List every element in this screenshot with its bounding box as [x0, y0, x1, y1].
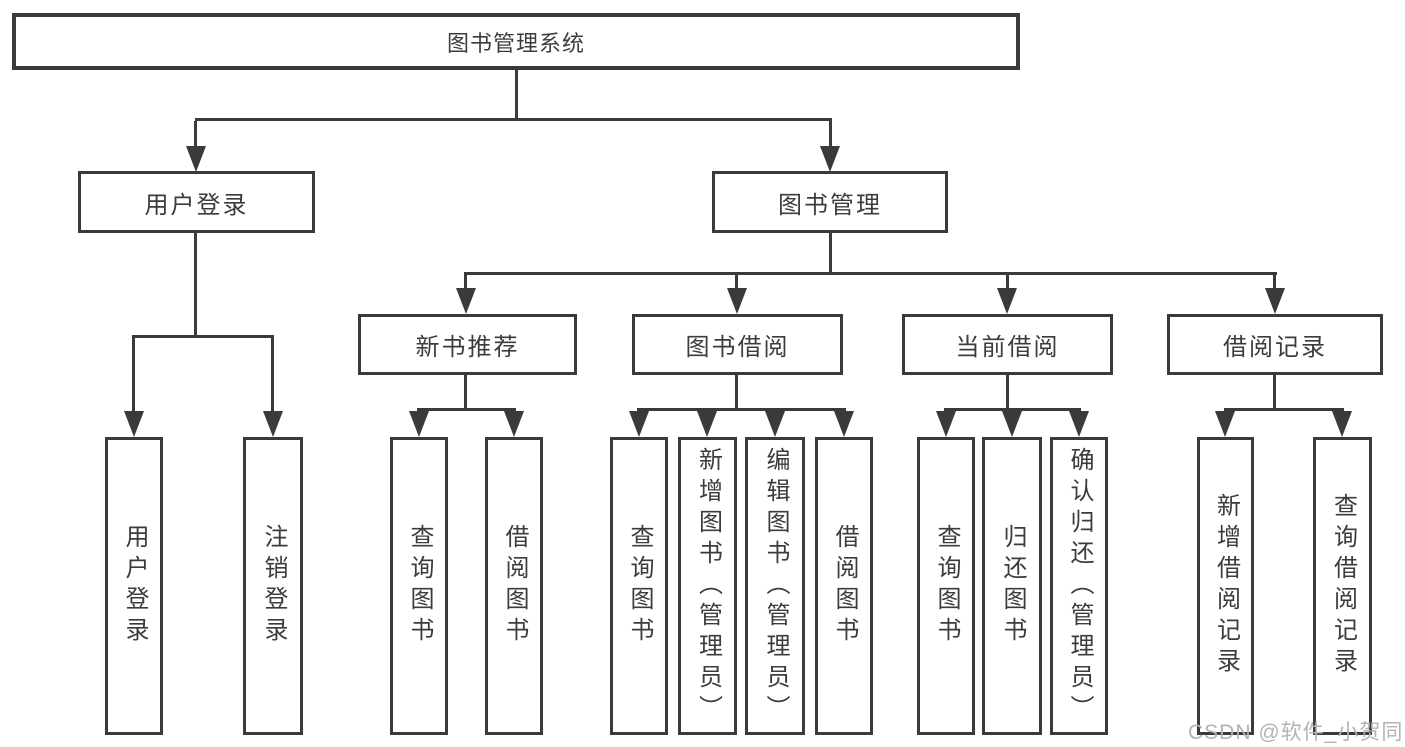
arrowhead-down — [1332, 411, 1352, 437]
node-label: 确认归还（管理员） — [1066, 446, 1093, 726]
node-label: 查询借阅记录 — [1329, 493, 1357, 679]
arrowhead-down — [1069, 411, 1089, 437]
connector-line — [1006, 275, 1009, 291]
arrowhead-down — [504, 411, 524, 437]
node-label: 查询图书 — [406, 524, 433, 648]
leaf-query-borrow-record: 查询借阅记录 — [1313, 437, 1372, 735]
connector-line — [735, 275, 738, 291]
node-label: 新增借阅记录 — [1212, 493, 1240, 679]
connector-line — [195, 118, 832, 121]
node-label: 当前借阅 — [955, 334, 1060, 361]
node-label: 借阅图书 — [831, 524, 858, 648]
connector-line — [464, 272, 1277, 275]
node-borrowing-records: 借阅记录 — [1167, 314, 1383, 375]
connector-line — [194, 121, 197, 149]
node-new-book-recommendation: 新书推荐 — [358, 314, 577, 375]
arrowhead-down — [765, 411, 785, 437]
node-label: 图书借阅 — [685, 334, 790, 361]
arrowhead-down — [1265, 288, 1285, 314]
connector-line — [417, 408, 516, 411]
node-label: 新书推荐 — [415, 334, 520, 361]
connector-line — [944, 408, 1081, 411]
leaf-add-books-admin: 新增图书（管理员） — [678, 437, 737, 735]
leaf-confirm-return-admin: 确认归还（管理员） — [1050, 437, 1108, 735]
node-label: 查询图书 — [933, 524, 960, 648]
connector-line — [271, 338, 274, 414]
leaf-borrow-books: 借阅图书 — [815, 437, 873, 735]
node-label: 借阅记录 — [1223, 334, 1327, 361]
connector-line — [464, 275, 467, 291]
leaf-user-login: 用户登录 — [105, 437, 163, 735]
node-label: 新增图书（管理员） — [694, 446, 722, 726]
node-current-borrowing: 当前借阅 — [902, 314, 1113, 375]
arrowhead-down — [697, 411, 717, 437]
node-label: 图书管理 — [778, 191, 882, 219]
arrowhead-down — [456, 288, 476, 314]
connector-line — [829, 233, 832, 272]
watermark: CSDN @软件_小贺同学 — [1188, 721, 1405, 744]
connector-line — [1273, 375, 1276, 408]
connector-line — [464, 375, 467, 408]
connector-line — [132, 335, 274, 338]
connector-line — [515, 70, 518, 118]
arrowhead-down — [1002, 411, 1022, 437]
node-label: 归还图书 — [999, 524, 1026, 648]
arrowhead-down — [263, 411, 283, 437]
connector-line — [1273, 275, 1276, 291]
leaf-logout: 注销登录 — [243, 437, 303, 735]
connector-line — [1224, 408, 1344, 411]
node-user-login-branch: 用户登录 — [78, 171, 315, 233]
node-label: 编辑图书（管理员） — [762, 446, 789, 726]
connector-line — [194, 233, 197, 335]
arrowhead-down — [1215, 411, 1235, 437]
node-label: 查询图书 — [626, 524, 653, 648]
leaf-query-books-recommend: 查询图书 — [390, 437, 448, 735]
leaf-add-borrow-record: 新增借阅记录 — [1197, 437, 1254, 735]
arrowhead-down — [124, 411, 144, 437]
arrowhead-down — [409, 411, 429, 437]
arrowhead-down — [834, 411, 854, 437]
node-label: 用户登录 — [144, 191, 249, 219]
connector-line — [735, 375, 738, 408]
arrowhead-down — [727, 288, 747, 314]
node-label: 借阅图书 — [501, 524, 528, 648]
node-label: 用户登录 — [121, 524, 148, 648]
leaf-query-books-borrow: 查询图书 — [610, 437, 668, 735]
arrowhead-down — [997, 288, 1017, 314]
node-book-borrowing: 图书借阅 — [632, 314, 843, 375]
leaf-borrow-books-recommend: 借阅图书 — [485, 437, 543, 735]
arrowhead-down — [936, 411, 956, 437]
node-library-management-system: 图书管理系统 — [12, 13, 1020, 70]
node-label: 注销登录 — [260, 524, 287, 648]
node-label: 图书管理系统 — [446, 30, 585, 56]
leaf-query-books-current: 查询图书 — [917, 437, 975, 735]
arrowhead-down — [186, 146, 206, 172]
leaf-return-books: 归还图书 — [982, 437, 1042, 735]
arrowhead-down — [629, 411, 649, 437]
connector-line — [637, 408, 846, 411]
connector-line — [829, 121, 832, 149]
connector-line — [1006, 375, 1009, 408]
leaf-edit-books-admin: 编辑图书（管理员） — [745, 437, 805, 735]
node-book-management: 图书管理 — [712, 171, 948, 233]
arrowhead-down — [820, 146, 840, 172]
connector-line — [132, 338, 135, 414]
